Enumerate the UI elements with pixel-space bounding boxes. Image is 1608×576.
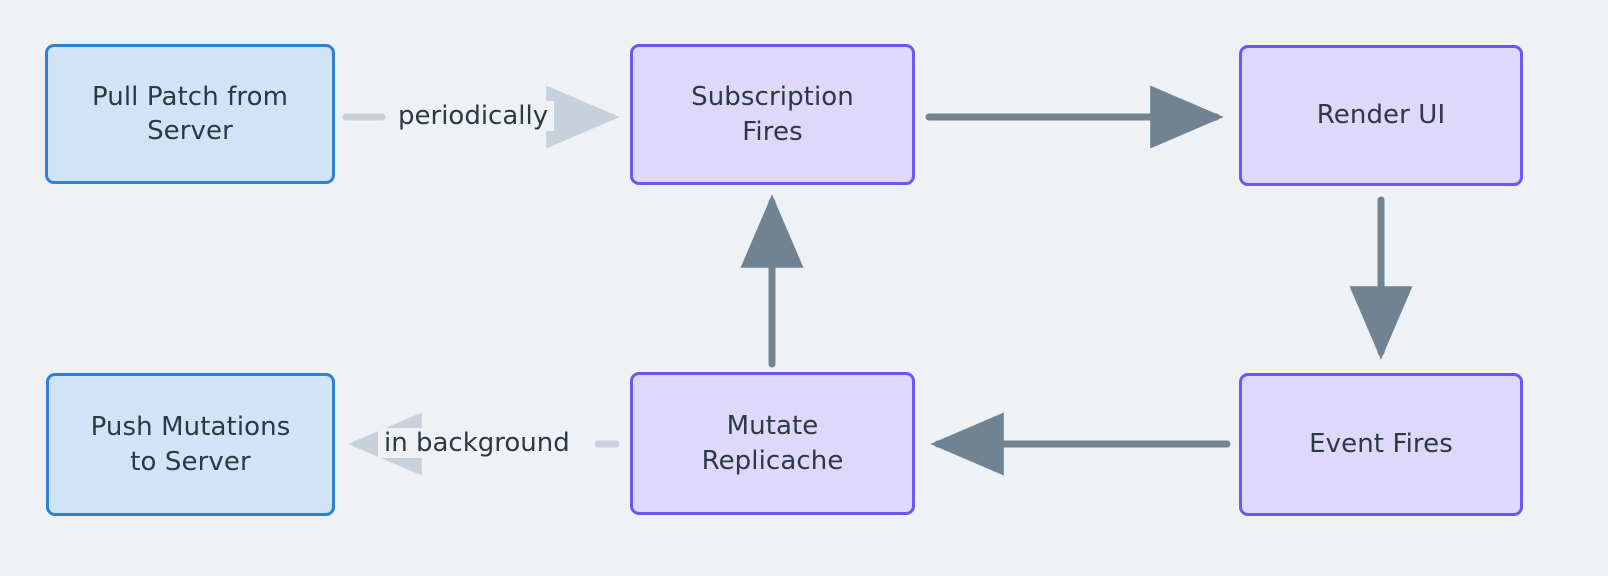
edge-label-in-background: in background — [378, 428, 576, 458]
node-pull-patch-from-server[interactable]: Pull Patch from Server — [45, 44, 335, 184]
node-subscription-fires[interactable]: Subscription Fires — [630, 44, 915, 185]
node-render-ui[interactable]: Render UI — [1239, 45, 1523, 186]
node-label: Pull Patch from Server — [91, 81, 289, 146]
node-event-fires[interactable]: Event Fires — [1239, 373, 1523, 516]
node-label: Push Mutations to Server — [90, 412, 291, 477]
edge-label-periodically: periodically — [392, 101, 555, 131]
node-label: Subscription Fires — [691, 82, 854, 147]
node-label: Render UI — [1316, 100, 1446, 131]
node-mutate-replicache[interactable]: Mutate Replicache — [630, 372, 915, 515]
node-push-mutations-to-server[interactable]: Push Mutations to Server — [46, 373, 335, 516]
node-label: Mutate Replicache — [701, 411, 844, 476]
node-label: Event Fires — [1309, 429, 1453, 460]
